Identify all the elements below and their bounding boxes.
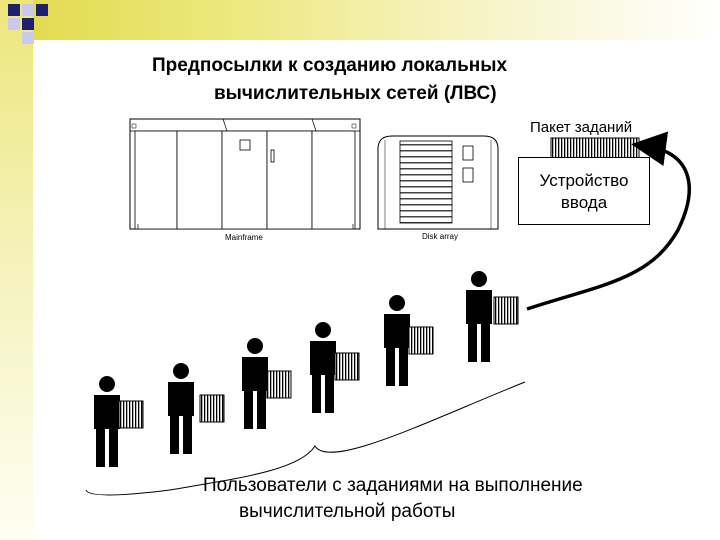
decor-square-dark-3 bbox=[22, 18, 34, 30]
input-device-label: Устройство ввода bbox=[518, 170, 650, 214]
users-brace bbox=[85, 381, 526, 496]
disk-array-label: Disk array bbox=[422, 232, 459, 241]
disk-array bbox=[377, 135, 499, 230]
users-caption: Пользователи с заданиями на выполнение в… bbox=[203, 473, 583, 525]
slide-title-line-2: вычислительных сетей (ЛВС) bbox=[214, 83, 497, 104]
top-decor-band bbox=[0, 0, 720, 40]
batch-cards bbox=[550, 137, 640, 159]
users-caption-line-2: вычислительной работы bbox=[239, 501, 456, 522]
user-figure-1 bbox=[94, 376, 144, 467]
flow-arrow bbox=[526, 131, 691, 311]
mainframe bbox=[129, 118, 361, 230]
input-device-box bbox=[518, 157, 650, 225]
user-figure-5 bbox=[384, 295, 434, 386]
input-device-line-1: Устройство bbox=[539, 171, 629, 190]
decor-square-dark-1 bbox=[8, 4, 20, 16]
user-figure-4 bbox=[310, 322, 360, 413]
mainframe-label: Mainframe bbox=[225, 233, 263, 242]
decor-square-light-1 bbox=[22, 4, 34, 16]
user-figure-3 bbox=[242, 338, 292, 429]
batch-label: Пакет заданий bbox=[530, 119, 633, 136]
slide-title-line-1: Предпосылки к созданию локальных bbox=[152, 55, 508, 76]
users-caption-line-1: Пользователи с заданиями на выполнение bbox=[203, 475, 583, 496]
left-decor-band bbox=[0, 0, 33, 540]
decor-square-dark-2 bbox=[36, 4, 48, 16]
user-figure-6 bbox=[466, 271, 519, 362]
decor-square-light-3 bbox=[22, 32, 34, 44]
input-device-line-2: ввода bbox=[560, 193, 608, 212]
user-figure-2 bbox=[168, 363, 225, 454]
decor-square-light-2 bbox=[8, 18, 20, 30]
